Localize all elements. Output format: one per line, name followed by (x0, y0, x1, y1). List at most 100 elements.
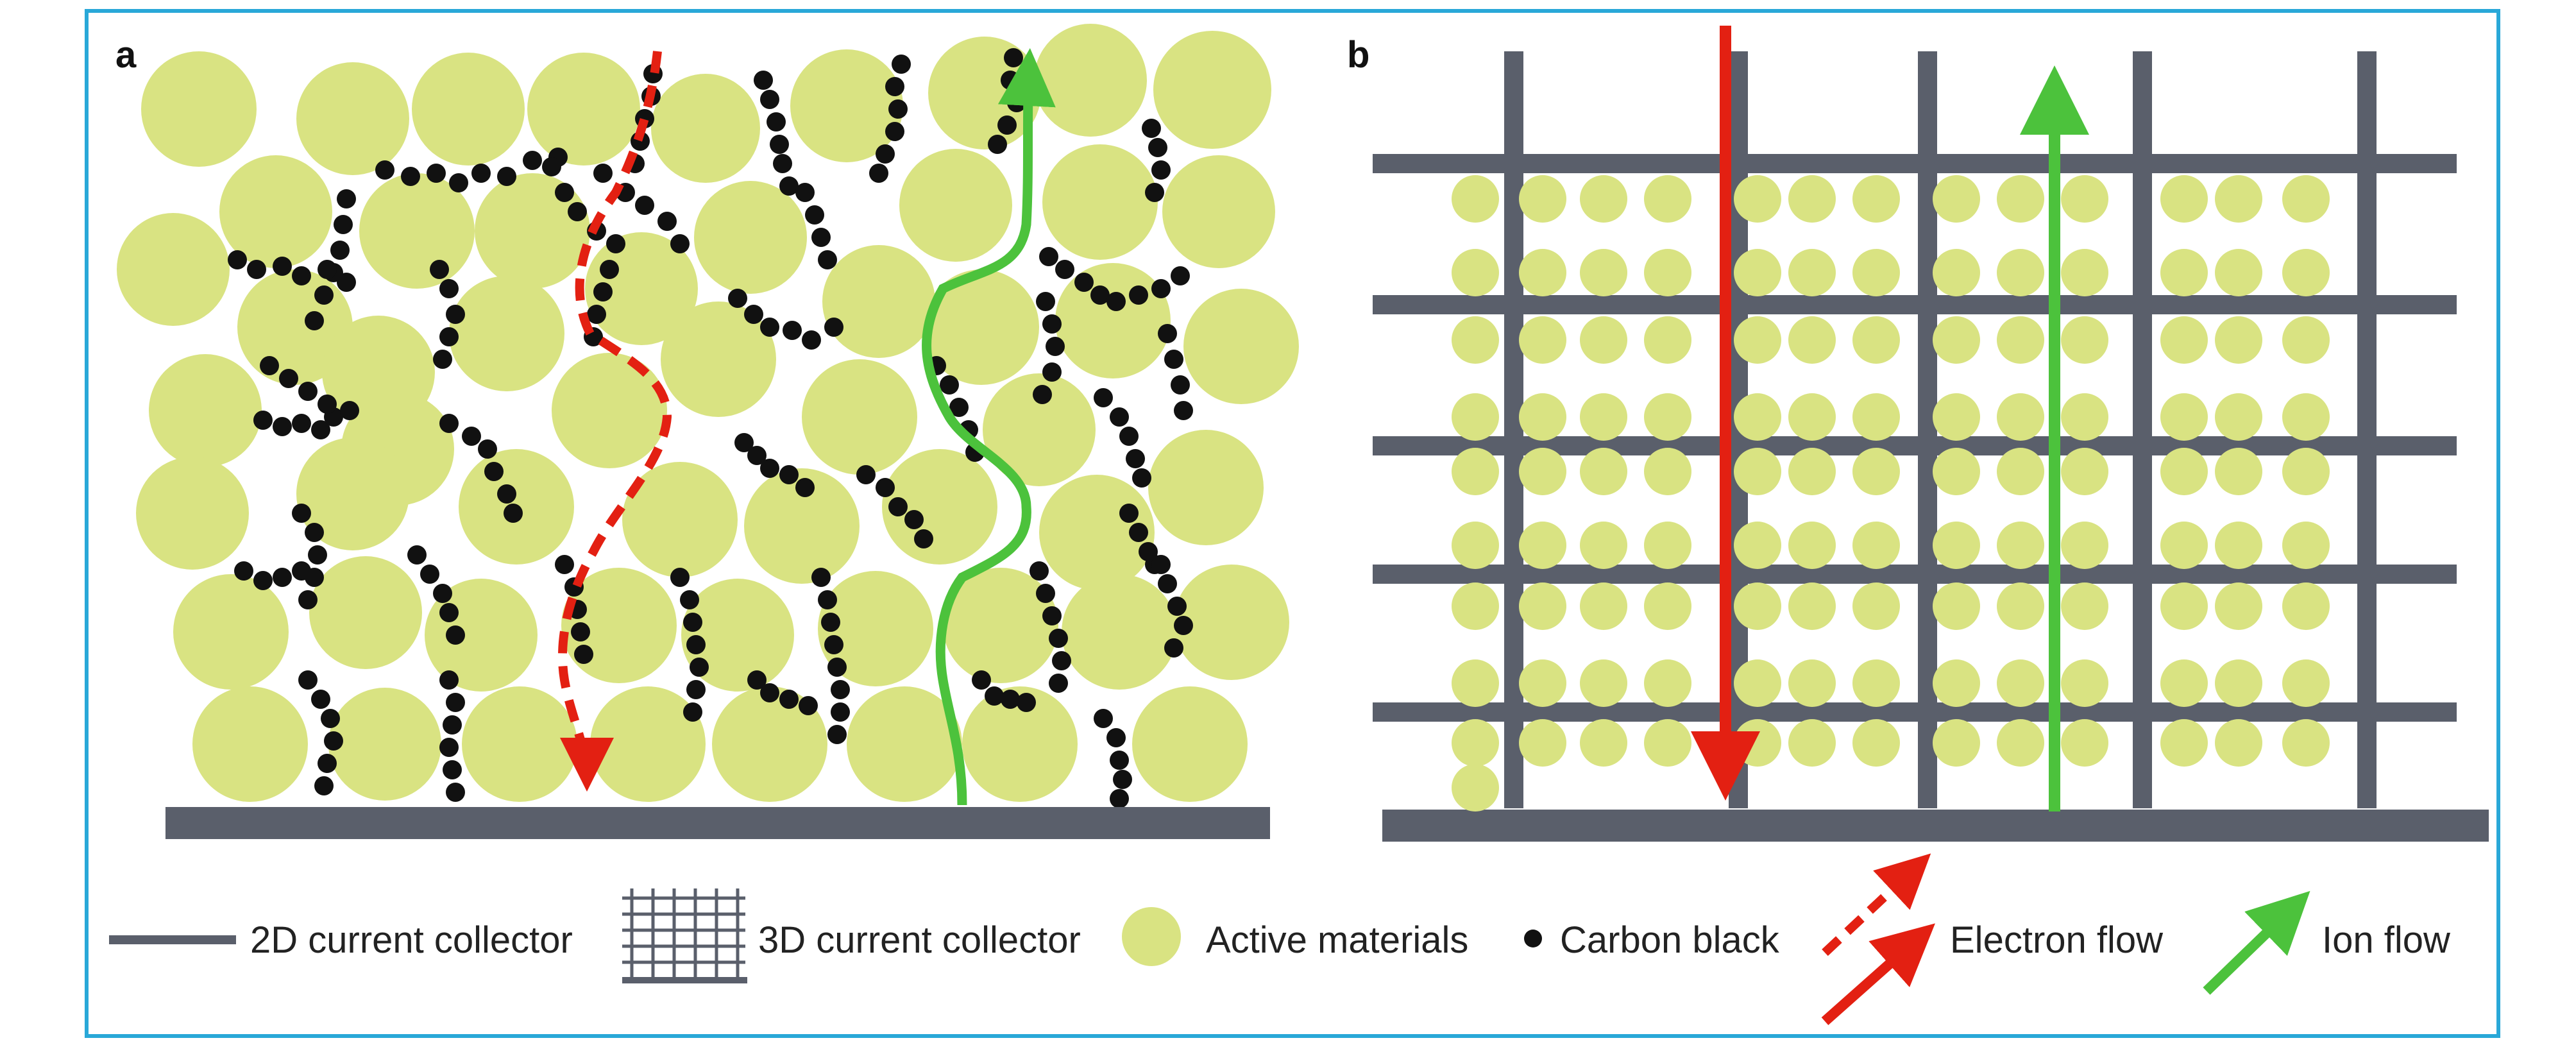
active-particle (2215, 175, 2262, 223)
active-particle (527, 53, 640, 166)
carbon-black-particle (805, 205, 824, 225)
carbon-black-particle (298, 590, 318, 609)
carbon-black-particle (747, 446, 767, 465)
active-particle (1734, 249, 1781, 296)
active-particle (1519, 522, 1566, 569)
active-particle (1519, 249, 1566, 296)
active-particle (1519, 719, 1566, 767)
active-particle (2215, 316, 2262, 364)
carbon-black-particle (311, 690, 330, 709)
active-particle (1452, 719, 1499, 767)
active-particle (475, 173, 590, 289)
active-particle (296, 62, 409, 175)
active-particle (1852, 719, 1900, 767)
carbon-black-particle (292, 561, 311, 581)
panel-a-ion-path (922, 48, 1056, 806)
active-particle (296, 438, 409, 550)
carbon-black-particle (734, 433, 754, 452)
carbon-black-particle (292, 504, 311, 523)
carbon-black-particle (773, 154, 792, 173)
active-particle (1788, 175, 1836, 223)
carbon-black-particle (683, 702, 702, 722)
carbon-black-particle (1151, 160, 1171, 180)
carbon-black-particle (1119, 504, 1139, 523)
legend-item-carbon: Carbon black (1524, 919, 1780, 961)
active-particle (1452, 393, 1499, 441)
active-particle (1997, 316, 2044, 364)
active-particle (943, 568, 1058, 683)
active-particle (1734, 582, 1781, 630)
carbon-black-particle (635, 196, 654, 215)
carbon-black-particle (1158, 574, 1177, 593)
active-particle (1644, 393, 1691, 441)
carbon-black-particle (767, 112, 786, 132)
carbon-black-particle (670, 234, 690, 253)
active-particle (1788, 393, 1836, 441)
active-particle (1162, 155, 1275, 268)
active-particle (1153, 31, 1271, 149)
carbon-black-particle (593, 164, 613, 183)
legend-electron-solid-arrow (1821, 923, 1935, 1025)
active-particle (802, 359, 917, 475)
legend-item-ion: Ion flow (2203, 890, 2451, 995)
active-particle (2160, 659, 2208, 707)
panel-a-letter: a (115, 34, 137, 76)
legend-ion-arrow (2203, 890, 2310, 995)
carbon-black-particle (462, 427, 481, 446)
carbon-black-particle (1151, 279, 1171, 298)
carbon-black-particle (1129, 285, 1148, 305)
carbon-black-particle (988, 135, 1007, 154)
active-particle (1644, 719, 1691, 767)
carbon-black-particle (228, 250, 247, 269)
carbon-black-particle (827, 658, 847, 677)
collector-vertical-bar (2357, 51, 2377, 808)
carbon-black-particle (587, 305, 606, 324)
carbon-black-particle (1129, 523, 1148, 542)
active-particle (1788, 448, 1836, 495)
active-particle (1644, 249, 1691, 296)
active-particle (1933, 249, 1980, 296)
carbon-black-particle (779, 690, 799, 709)
active-particle (1519, 582, 1566, 630)
carbon-black-particle (811, 228, 831, 247)
active-particle (1788, 249, 1836, 296)
carbon-black-particle (1110, 751, 1129, 770)
collector-horizontal-bar (1373, 295, 2457, 314)
carbon-black-particle (292, 414, 311, 433)
carbon-black-particle (311, 420, 330, 439)
active-particle (2160, 316, 2208, 364)
active-particle (1452, 522, 1499, 569)
carbon-black-particle (818, 250, 837, 269)
collector-vertical-bar (2133, 51, 2152, 808)
legend-2d-collector-label: 2D current collector (250, 919, 573, 961)
carbon-black-particle (443, 715, 462, 735)
carbon-black-particle (478, 439, 497, 459)
carbon-black-particle (375, 160, 394, 180)
active-particle (822, 245, 935, 358)
active-particle (694, 181, 807, 294)
carbon-black-particle (680, 590, 699, 609)
active-particle (1997, 448, 2044, 495)
carbon-black-particle (1164, 638, 1183, 658)
active-particle (2061, 316, 2108, 364)
carbon-black-particle (1139, 542, 1158, 561)
active-particle (1452, 764, 1499, 811)
active-particle (1933, 582, 1980, 630)
active-particle (1997, 659, 2044, 707)
active-particle (1933, 316, 1980, 364)
active-particle (2160, 249, 2208, 296)
legend-electron-label: Electron flow (1950, 919, 2164, 961)
panel-a: a (115, 24, 1299, 839)
carbon-black-particle (904, 510, 924, 529)
carbon-black-particle (574, 645, 593, 664)
carbon-black-particle (1042, 362, 1062, 382)
carbon-black-particle (779, 465, 799, 484)
carbon-black-particle (1042, 606, 1062, 625)
carbon-black-particle (1030, 561, 1049, 581)
active-particle (899, 149, 1012, 262)
active-particle (1580, 316, 1627, 364)
carbon-black-particle (1158, 324, 1177, 343)
active-particle (2061, 719, 2108, 767)
active-particle (2215, 448, 2262, 495)
active-particle (1997, 393, 2044, 441)
